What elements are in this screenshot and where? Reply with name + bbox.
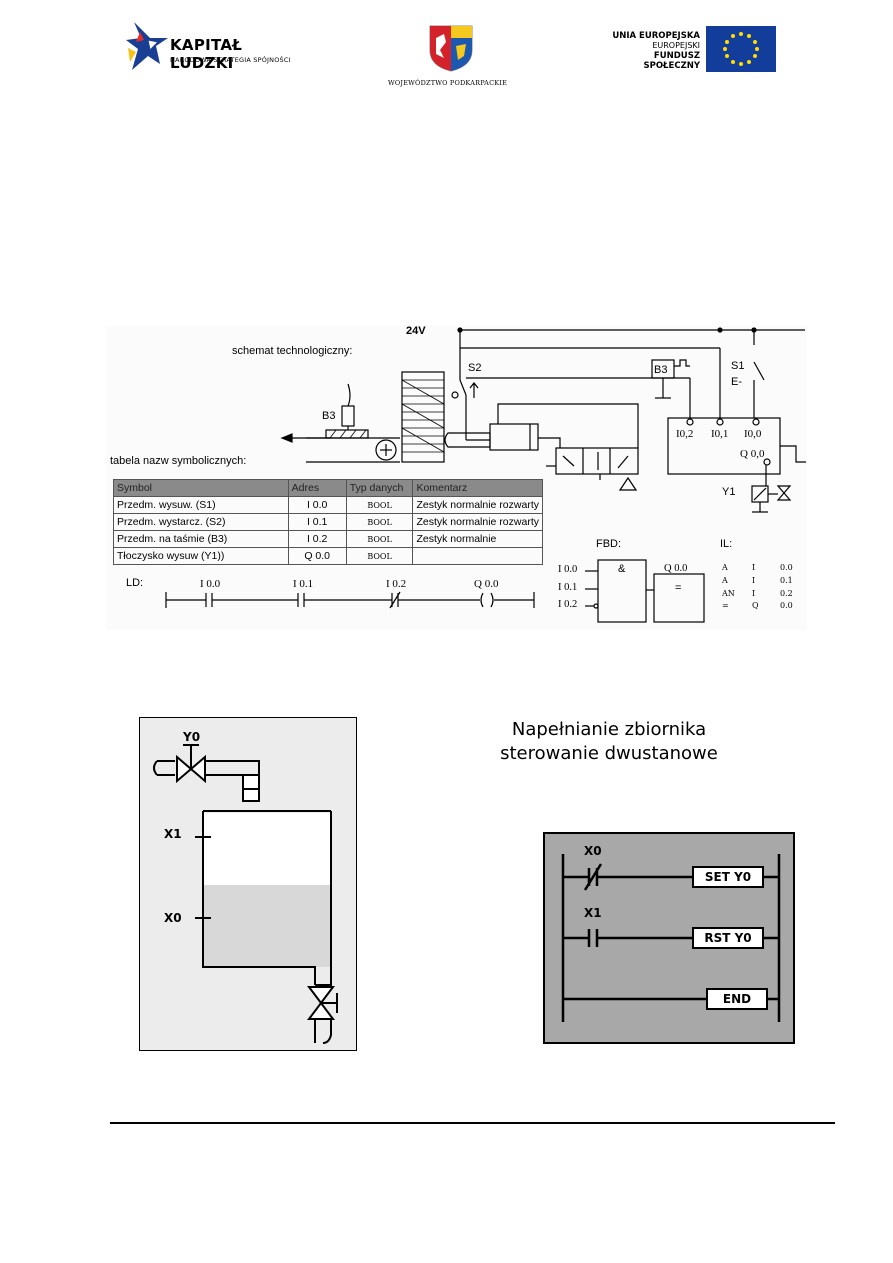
tank-diagram	[153, 744, 338, 1044]
tank-filling-title-line2: sterowanie dwustanowe	[500, 743, 718, 764]
fbd-input-label: I 0.1	[558, 582, 578, 593]
il-address: 0.1	[780, 576, 793, 585]
il-op: A	[722, 563, 728, 572]
footer-divider	[110, 1122, 835, 1124]
plc-input-i01: I0,1	[711, 428, 729, 440]
symbol-table-label: tabela nazw symbolicznych:	[110, 455, 247, 467]
cell-komentarz: Zestyk normalnie rozwarty	[412, 513, 543, 531]
il-operand-type: I	[752, 576, 756, 585]
fbd-assign-symbol: =	[675, 582, 682, 594]
level-x1-label: X1	[164, 827, 182, 841]
ladder-contact-x1-label: X1	[584, 906, 602, 920]
kapital-ludzki-subtitle: NARODOWA STRATEGIA SPÓJNOŚCI	[170, 56, 291, 64]
eu-line3: FUNDUSZ SPOŁECZNY	[643, 51, 700, 71]
s1-symbol: E-	[731, 376, 742, 388]
cell-adres: I 0.1	[287, 513, 347, 531]
cell-typ: BOOL	[345, 530, 414, 548]
cell-symbol: Tłoczysko wysuw (Y1))	[113, 547, 289, 565]
cell-adres: I 0.0	[287, 496, 347, 514]
ld-coil-label: Q 0.0	[474, 578, 499, 590]
level-x0-label: X0	[164, 911, 182, 925]
il-label: IL:	[720, 538, 733, 550]
col-komentarz: Komentarz	[412, 479, 543, 497]
ld-contact-label: I 0.0	[200, 578, 221, 590]
il-operand-type: Q	[752, 601, 759, 610]
col-symbol: Symbol	[113, 479, 289, 497]
table-row: Tłoczysko wysuw (Y1)) Q 0.0 BOOL	[113, 547, 543, 565]
set-y0-coil: SET Y0	[692, 866, 764, 888]
plc-example-figure	[106, 326, 807, 630]
tank-filling-title-line1: Napełnianie zbiornika	[511, 719, 707, 740]
tank-filling-title: Napełnianie zbiornika sterowanie dwustan…	[474, 718, 744, 766]
table-row: Przedm. wysuw. (S1) I 0.0 BOOL Zestyk no…	[113, 496, 543, 514]
plc-input-i02: I0,2	[676, 428, 694, 440]
il-op: =	[722, 601, 729, 610]
coat-of-arms-icon	[429, 25, 473, 72]
il-op: A	[722, 576, 728, 585]
il-address: 0.2	[780, 589, 793, 598]
fbd-output-label: Q 0.0	[664, 563, 688, 574]
eu-line2: EUROPEJSKI	[652, 41, 700, 50]
eu-line1: UNIA EUROPEJSKA	[612, 31, 700, 41]
plc-input-i00: I0,0	[744, 428, 762, 440]
eu-logo: UNIA EUROPEJSKA EUROPEJSKI FUNDUSZ SPOŁE…	[600, 26, 780, 72]
voltage-label: 24V	[406, 325, 426, 337]
valve-y0-label: Y0	[183, 730, 201, 744]
il-address: 0.0	[780, 601, 793, 610]
table-header-row: Symbol Adres Typ danych Komentarz	[113, 479, 543, 497]
ld-label: LD:	[126, 577, 144, 589]
fbd-label: FBD:	[596, 538, 622, 550]
col-typ: Typ danych	[345, 479, 414, 497]
b3-box-label: B3	[654, 364, 668, 376]
voivodeship-name: WOJEWÓDZTWO PODKARPACKIE	[388, 79, 508, 87]
cell-komentarz: Zestyk normalnie rozwarty	[412, 496, 543, 514]
eu-flag-icon	[706, 26, 776, 72]
table-row: Przedm. wystarcz. (S2) I 0.1 BOOL Zestyk…	[113, 513, 543, 531]
kapital-ludzki-title: KAPITAŁ LUDZKI	[170, 36, 243, 72]
il-operand-type: I	[752, 563, 756, 572]
cell-typ: BOOL	[345, 547, 414, 565]
rst-y0-coil: RST Y0	[692, 927, 764, 949]
fbd-input-label: I 0.2	[558, 599, 578, 610]
cell-typ: BOOL	[345, 513, 414, 531]
ladder-contact-x0-label: X0	[584, 844, 602, 858]
y1-label: Y1	[722, 486, 736, 498]
ld-contact-label: I 0.1	[293, 578, 314, 590]
b3-sensor-label: B3	[322, 410, 336, 422]
table-row: Przedm. na taśmie (B3) I 0.2 BOOL Zestyk…	[113, 530, 543, 548]
cell-symbol: Przedm. wystarcz. (S2)	[113, 513, 289, 531]
voivodeship-logo: WOJEWÓDZTWO PODKARPACKIE	[388, 22, 513, 88]
il-op: AN	[722, 589, 735, 598]
eu-text: UNIA EUROPEJSKA EUROPEJSKI FUNDUSZ SPOŁE…	[600, 31, 700, 71]
cell-typ: BOOL	[345, 496, 414, 514]
end-coil: END	[706, 988, 768, 1010]
kapital-ludzki-logo: KAPITAŁ LUDZKI NARODOWA STRATEGIA SPÓJNO…	[120, 18, 310, 78]
cell-symbol: Przedm. na taśmie (B3)	[113, 530, 289, 548]
il-address: 0.0	[780, 563, 793, 572]
fbd-input-label: I 0.0	[558, 564, 578, 575]
col-adres: Adres	[287, 479, 347, 497]
cell-symbol: Przedm. wysuw. (S1)	[113, 496, 289, 514]
il-operand-type: I	[752, 589, 756, 598]
cell-komentarz	[412, 547, 543, 565]
fbd-and-symbol: &	[618, 563, 626, 575]
cell-komentarz: Zestyk normalnie	[412, 530, 543, 548]
plc-output-q00: Q 0,0	[740, 448, 765, 460]
symbol-table: Symbol Adres Typ danych Komentarz Przedm…	[113, 479, 543, 565]
cell-adres: Q 0.0	[287, 547, 347, 565]
s1-label: S1	[731, 360, 745, 372]
cell-adres: I 0.2	[287, 530, 347, 548]
s2-label: S2	[468, 362, 482, 374]
ld-contact-label: I 0.2	[386, 578, 407, 590]
kapital-ludzki-star-icon	[126, 22, 168, 70]
ladder-diagram	[561, 854, 781, 1022]
schema-label: schemat technologiczny:	[232, 345, 353, 357]
